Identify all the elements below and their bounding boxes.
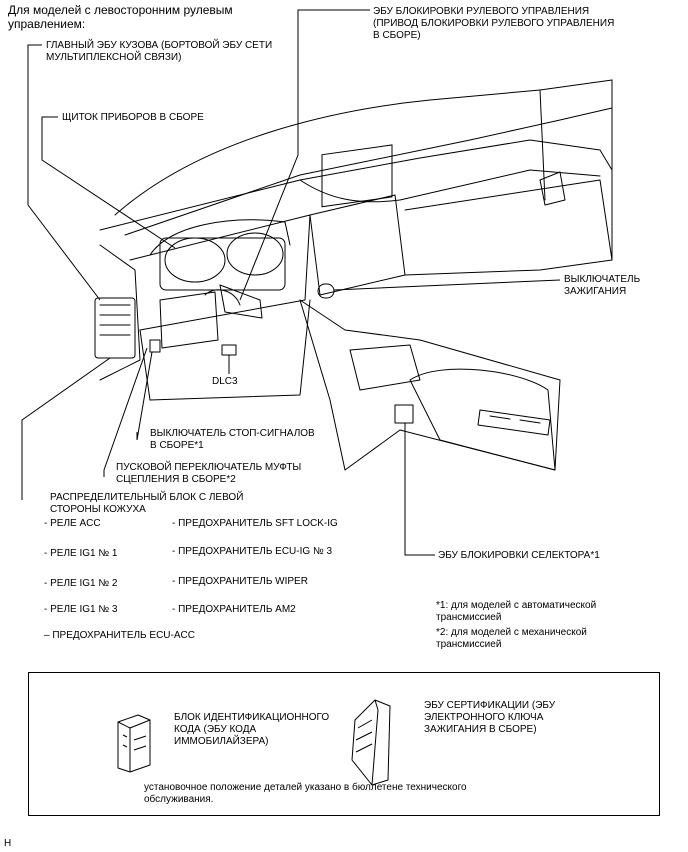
leader-shift-lock	[404, 423, 435, 556]
leader-cowl-jb	[21, 357, 111, 500]
passenger-dash	[404, 179, 613, 276]
steering-hub	[204, 289, 241, 306]
label-combination-meter: ЩИТОК ПРИБОРОВ В СБОРЕ	[62, 112, 204, 123]
rear-vents	[477, 409, 551, 436]
fuse-item: – ПРЕДОХРАНИТЕЛЬ ECU-ACC	[44, 630, 195, 641]
leader-stop-switch	[136, 351, 153, 441]
steering-column	[219, 284, 263, 319]
label-steering-lock-ecu: ЭБУ БЛОКИРОВКИ РУЛЕВОГО УПРАВЛЕНИЯ (ПРИВ…	[373, 6, 615, 41]
body-ecu-detail	[99, 304, 131, 336]
label-id-code-box: БЛОК ИДЕНТИФИКАЦИОННОГО КОДА (ЭБУ КОДА И…	[174, 712, 330, 747]
fuse-item: - ПРЕДОХРАНИТЕЛЬ SFT LOCK-IG	[172, 518, 338, 529]
shift-lever-area	[349, 344, 421, 391]
stop-switch-shape	[149, 339, 161, 353]
leader-body-ecu	[27, 44, 101, 301]
id-code-box-detail	[122, 734, 147, 751]
footnote-2: *2: для моделей с механической трансмисс…	[436, 627, 587, 650]
label-ignition-switch: ВЫКЛЮЧАТЕЛЬ ЗАЖИГАНИЯ	[564, 274, 641, 297]
dlc3-shape	[221, 344, 237, 356]
navigation-screen	[321, 144, 393, 208]
windshield-outline	[114, 79, 613, 236]
fuse-item: - ПРЕДОХРАНИТЕЛЬ WIPER	[172, 576, 308, 587]
cluster-body	[159, 237, 286, 291]
leader-ignition-switch	[333, 279, 561, 291]
id-code-box-shape	[117, 714, 151, 773]
dash-top	[99, 139, 613, 231]
a-pillar	[539, 79, 613, 261]
body-ecu-shape	[94, 297, 136, 359]
fuse-item: - ПРЕДОХРАНИТЕЛЬ ECU-IG № 3	[172, 546, 333, 557]
relay-item: - РЕЛЕ IG1 № 2	[44, 578, 118, 589]
glovebox	[159, 291, 219, 349]
console-armrest	[409, 368, 556, 471]
page-header: Для моделей с левосторонним рулевым упра…	[8, 3, 233, 31]
footnote-1: *1: для моделей с автоматической трансми…	[436, 600, 597, 623]
label-body-ecu: ГЛАВНЫЙ ЭБУ КУЗОВА (БОРТОВОЙ ЭБУ СЕТИ МУ…	[46, 40, 273, 63]
relay-item: - РЕЛЕ IG1 № 3	[44, 604, 118, 615]
label-cert-ecu: ЭБУ СЕРТИФИКАЦИИ (ЭБУ ЭЛЕКТРОННОГО КЛЮЧА…	[424, 700, 556, 735]
label-clutch-start-switch: ПУСКОВОЙ ПЕРЕКЛЮЧАТЕЛЬ МУФТЫ СЦЕПЛЕНИЯ В…	[116, 462, 302, 485]
shift-lock-ecu-shape	[394, 404, 414, 424]
relay-item: - РЕЛЕ ACC	[44, 518, 101, 529]
center-console	[299, 299, 561, 471]
leader-steering-lock	[239, 9, 370, 301]
box-note: установочное положение деталей указано в…	[144, 782, 467, 805]
ignition-switch-shape	[317, 283, 335, 299]
lower-dash	[139, 299, 311, 401]
cert-ecu-shape	[351, 699, 391, 786]
fuse-item: - ПРЕДОХРАНИТЕЛЬ AM2	[172, 604, 296, 615]
dash-upper-curve	[299, 169, 601, 203]
label-shift-lock-ecu: ЭБУ БЛОКИРОВКИ СЕЛЕКТОРА*1	[438, 550, 600, 561]
relay-item: - РЕЛЕ IG1 № 1	[44, 548, 118, 559]
label-stop-light-switch: ВЫКЛЮЧАТЕЛЬ СТОП-СИГНАЛОВ В СБОРЕ*1	[150, 428, 315, 451]
corner-mark: H	[4, 838, 12, 849]
cluster-gauge-right	[226, 232, 284, 276]
leader-combination-meter	[41, 116, 176, 249]
label-cowl-junction-block: РАСПРЕДЕЛИТЕЛЬНЫЙ БЛОК С ЛЕВОЙ СТОРОНЫ К…	[50, 492, 244, 515]
label-dlc3: DLC3	[212, 376, 238, 387]
leader-clutch-switch	[103, 347, 148, 477]
info-box	[28, 672, 660, 816]
cluster-gauge-left	[164, 237, 226, 283]
center-stack	[309, 194, 406, 296]
side-vent	[539, 171, 566, 206]
cert-ecu-detail	[355, 719, 373, 753]
